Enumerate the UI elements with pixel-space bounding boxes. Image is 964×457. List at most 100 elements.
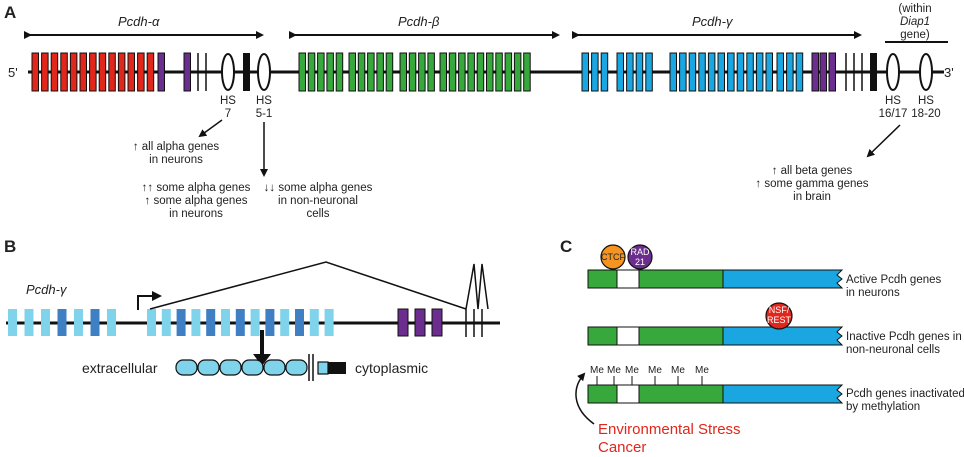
- beta-exon: [357, 52, 366, 92]
- gamma-variable-exon-b: [161, 309, 171, 336]
- beta-exon: [399, 52, 407, 92]
- hs1820-label-2: 18-20: [911, 108, 940, 120]
- cadherin-domain: [285, 359, 308, 376]
- beta-exon: [427, 52, 435, 92]
- gamma-variable-exon-b: [280, 309, 290, 336]
- splice-line: [149, 261, 467, 310]
- cse-element: [616, 384, 640, 404]
- gene-promoter-region: [587, 269, 724, 289]
- row1-label-2: in neurons: [846, 287, 900, 299]
- gamma-variable-exon-b: [57, 309, 67, 336]
- alpha-c-exon: [183, 52, 191, 92]
- hs51-label-1: HS: [256, 95, 272, 107]
- stress-arrow: [575, 372, 595, 425]
- nsf-label-1: NSF/: [769, 305, 790, 315]
- within-label: (within: [898, 3, 931, 15]
- cadherin-domain: [241, 359, 264, 376]
- cadherin-domain: [175, 359, 198, 376]
- hs7-label-1: HS: [220, 95, 236, 107]
- diap1-label: Diap1: [900, 16, 930, 28]
- hs1617-label-1: HS: [885, 95, 901, 107]
- note-hs7-line1: ↑ all alpha genes: [133, 141, 220, 153]
- gamma-variable-exon-b: [250, 309, 260, 336]
- alpha-variable-exon: [79, 52, 87, 92]
- methyl-label: Me: [671, 365, 685, 376]
- alpha-variable-exon: [146, 52, 155, 92]
- hs3-arrow: [866, 124, 901, 158]
- beta-exon: [298, 52, 306, 92]
- five-prime-label: 5': [8, 65, 18, 80]
- methyl-label: Me: [648, 365, 662, 376]
- gene-promoter-region: [587, 384, 724, 404]
- panel-c-label: C: [560, 237, 572, 256]
- gamma-variable-exon: [600, 52, 609, 92]
- gamma-variable-exon-b: [191, 309, 201, 336]
- gamma-c-exon-b: [414, 308, 426, 337]
- beta-exon: [408, 52, 417, 92]
- gamma-variable-exon-b: [74, 309, 83, 336]
- gamma-c-exon: [811, 52, 819, 92]
- beta-exon: [495, 52, 503, 92]
- beta-exon: [317, 52, 325, 92]
- gene-coding-region: [722, 326, 844, 346]
- pcdh-gamma-label-b: Pcdh-γ: [26, 282, 68, 297]
- gamma-cluster-label: Pcdh-γ: [692, 14, 734, 29]
- gamma-c-exon-b: [397, 308, 409, 337]
- ctcf-circle: [600, 244, 626, 270]
- beta-cluster-label: Pcdh-β: [398, 14, 440, 29]
- note-hs7-line2: in neurons: [149, 154, 203, 166]
- beta-exon: [367, 52, 375, 92]
- cadherin-domain: [263, 359, 286, 376]
- panel-b-label: B: [4, 237, 16, 256]
- gamma-variable-exon: [669, 52, 677, 92]
- panel-c-rows: [587, 269, 844, 404]
- gamma-variable-exon-b: [309, 309, 319, 336]
- gamma-variable-exon: [581, 52, 589, 92]
- gamma-c-exon: [828, 52, 836, 92]
- gamma-variable-exon: [616, 52, 624, 92]
- alpha-variable-exon: [108, 52, 116, 92]
- row1-label-1: Active Pcdh genes: [846, 274, 942, 286]
- hs18-20-site: [919, 53, 933, 91]
- alpha-variable-exon: [69, 52, 78, 92]
- beta-exon: [385, 52, 394, 92]
- gamma-variable-exon-b: [147, 309, 156, 336]
- ctcf-label: CTCF: [601, 252, 625, 262]
- note-hs51-down-3: cells: [306, 208, 329, 220]
- gamma-variable-exon: [755, 52, 764, 92]
- rad21-label-2: 21: [635, 257, 645, 267]
- gamma-variable-exon-b: [107, 309, 116, 336]
- gamma-variable-exon: [746, 52, 754, 92]
- nsf-rest-circle: [765, 302, 793, 330]
- gamma-variable-exon-b: [206, 309, 216, 336]
- cytoplasmic-constant-domain: [328, 362, 346, 374]
- panel-a-label: A: [4, 3, 16, 22]
- protein-domains: [175, 354, 346, 381]
- note-hs51-down-1: ↓↓ some alpha genes: [264, 182, 373, 194]
- beta-exon: [467, 52, 475, 92]
- gamma-variable-exon-b: [90, 309, 100, 336]
- alpha-variable-exon: [50, 52, 59, 92]
- gene-promoter-region: [587, 326, 724, 346]
- beta-exon: [448, 52, 457, 92]
- hs1820-label-1: HS: [918, 95, 934, 107]
- note-hs3-line2: ↑ some gamma genes: [755, 178, 868, 190]
- beta-exon: [439, 52, 447, 92]
- promoter-arrowhead: [152, 291, 162, 301]
- panel-a-exons: [31, 52, 877, 92]
- cse-element: [616, 269, 640, 289]
- note-hs51-up-3: in neurons: [169, 208, 223, 220]
- gene-coding-region: [722, 269, 844, 289]
- gamma-c-exon-b: [431, 308, 443, 337]
- hs7-site: [221, 53, 235, 91]
- row3-label-2: by methylation: [846, 401, 920, 413]
- gamma-variable-exon-b: [41, 309, 50, 336]
- methyl-label: Me: [590, 365, 604, 376]
- beta-exon: [326, 52, 334, 92]
- gamma-variable-exon: [717, 52, 725, 92]
- gamma-variable-exon: [765, 52, 773, 92]
- beta-exon: [376, 52, 384, 92]
- row3-label-1: Pcdh genes inactivated: [846, 388, 964, 400]
- gamma-variable-exon: [645, 52, 653, 92]
